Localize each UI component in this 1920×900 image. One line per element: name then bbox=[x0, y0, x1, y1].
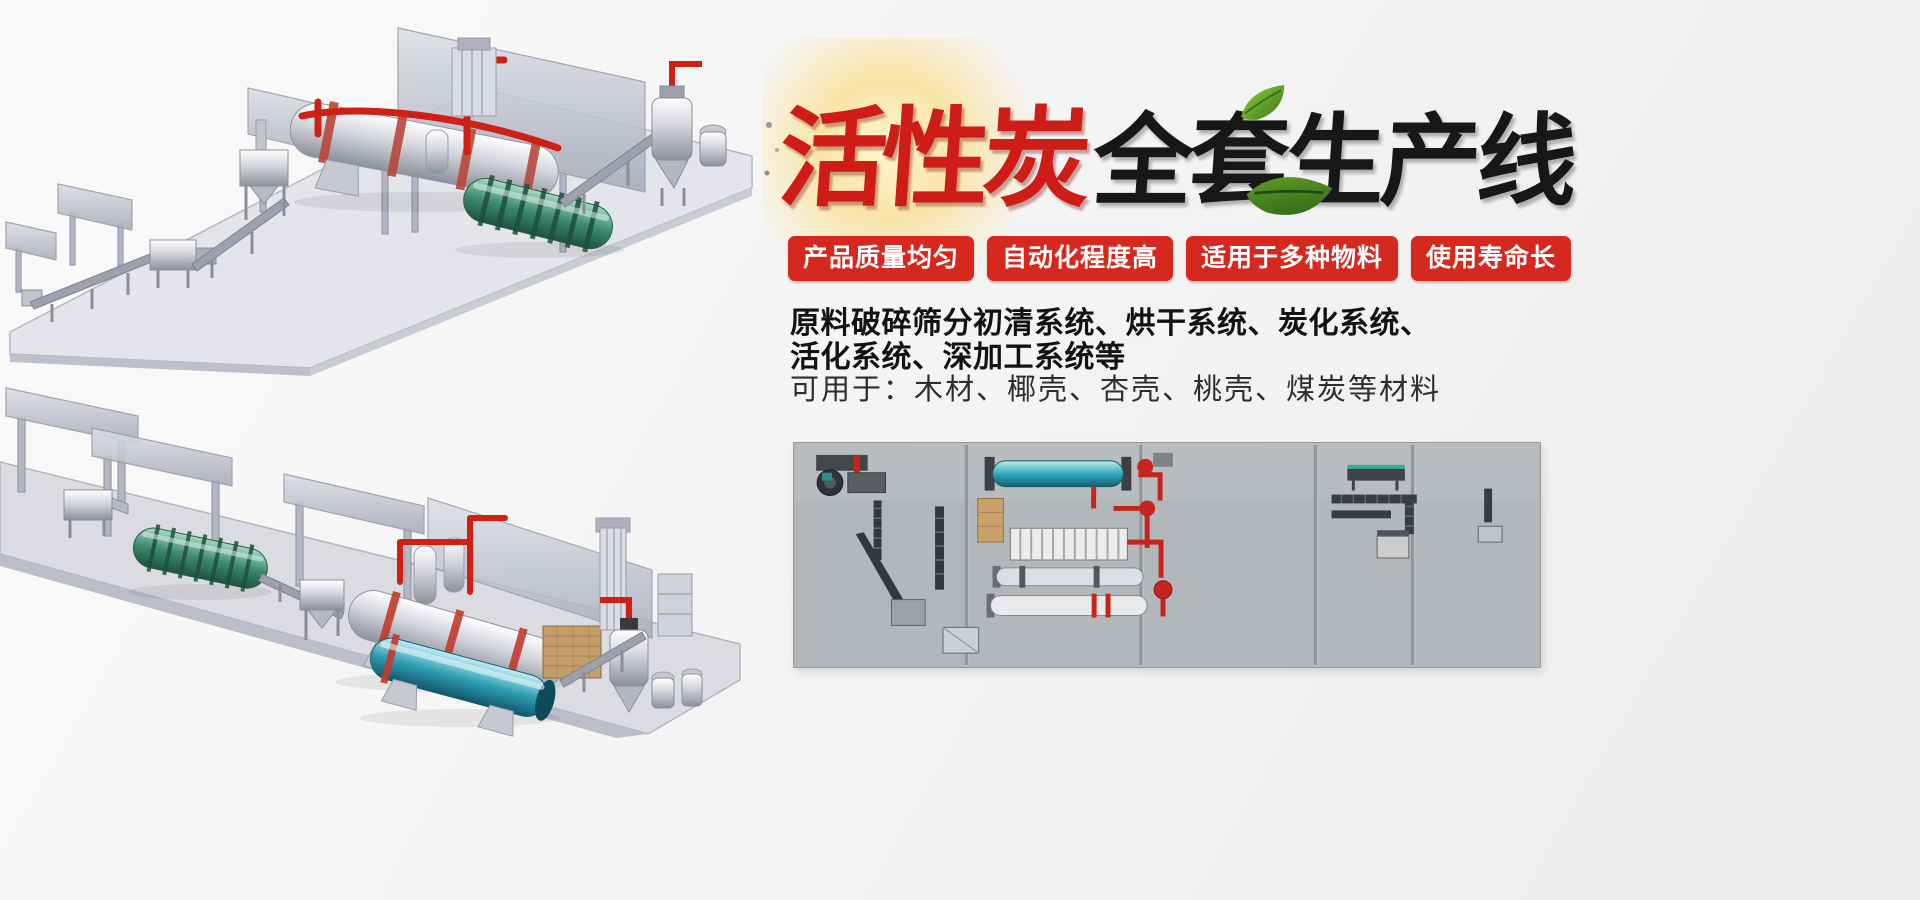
ink-splash-dots bbox=[764, 122, 779, 176]
red-piping bbox=[397, 515, 508, 595]
activation-drum bbox=[132, 524, 268, 592]
screening-hopper bbox=[239, 119, 289, 220]
dust-collector bbox=[425, 129, 449, 175]
storage-tanks bbox=[651, 668, 703, 709]
description-systems-line2: 活化系统、深加工系统等 bbox=[790, 340, 1126, 375]
carbonization-furnace bbox=[651, 61, 727, 206]
leaf-icon bbox=[1241, 85, 1285, 120]
feeder-hopper bbox=[63, 489, 129, 538]
badge-high-automation: 自动化程度高 bbox=[987, 236, 1174, 281]
screening-hopper bbox=[299, 579, 345, 640]
plant-layout-top-view bbox=[796, 443, 1538, 667]
cooling-box-topview bbox=[942, 626, 980, 654]
description-materials: 可用于：木材、椰壳、杏壳、桃壳、煤炭等材料 bbox=[790, 372, 1442, 406]
gas-tanks bbox=[413, 537, 465, 605]
pump-loop bbox=[1113, 500, 1156, 549]
production-line-illustration-bottom bbox=[0, 387, 741, 738]
incline-conveyor bbox=[191, 197, 290, 278]
bucket-elevator bbox=[595, 517, 631, 631]
heat-exchanger-topview bbox=[1009, 527, 1164, 578]
badge-long-lifespan: 使用寿命长 bbox=[1411, 236, 1572, 281]
conveyor-lines bbox=[855, 500, 944, 626]
dryer-drum-topview bbox=[984, 452, 1173, 509]
badge-multiple-materials: 适用于多种物料 bbox=[1186, 236, 1399, 281]
leaf-icon bbox=[1246, 177, 1333, 215]
feeding-unit bbox=[816, 454, 887, 497]
page-title: 活性炭全套生产线 bbox=[774, 72, 1577, 228]
plant-layout-panel bbox=[793, 442, 1541, 668]
control-cabinet bbox=[657, 573, 693, 637]
carbonization-drum-topview bbox=[992, 565, 1144, 588]
description-systems-line1: 原料破碎筛分初清系统、烘干系统、炭化系统、 bbox=[790, 306, 1431, 341]
cooling-drum bbox=[370, 633, 556, 737]
packing-section-topview bbox=[1331, 464, 1503, 559]
hot-air-stove-topview bbox=[977, 498, 1004, 543]
carbonization-furnace bbox=[600, 597, 649, 714]
wall-dividers bbox=[964, 444, 1416, 666]
render-3d-bottom bbox=[0, 378, 745, 738]
activation-drum bbox=[463, 174, 613, 253]
feature-badges: 产品质量均匀 自动化程度高 适用于多种物料 使用寿命长 bbox=[788, 236, 1572, 281]
badge-uniform-quality: 产品质量均匀 bbox=[788, 236, 975, 281]
render-3d-top bbox=[0, 2, 755, 377]
bucket-elevator bbox=[451, 37, 497, 117]
discharge-conveyor bbox=[559, 631, 647, 692]
activation-drum-topview bbox=[986, 580, 1173, 618]
brick-kiln bbox=[542, 625, 602, 679]
production-line-illustration-top bbox=[5, 27, 753, 376]
title-highlight: 活性炭 bbox=[774, 97, 1090, 222]
